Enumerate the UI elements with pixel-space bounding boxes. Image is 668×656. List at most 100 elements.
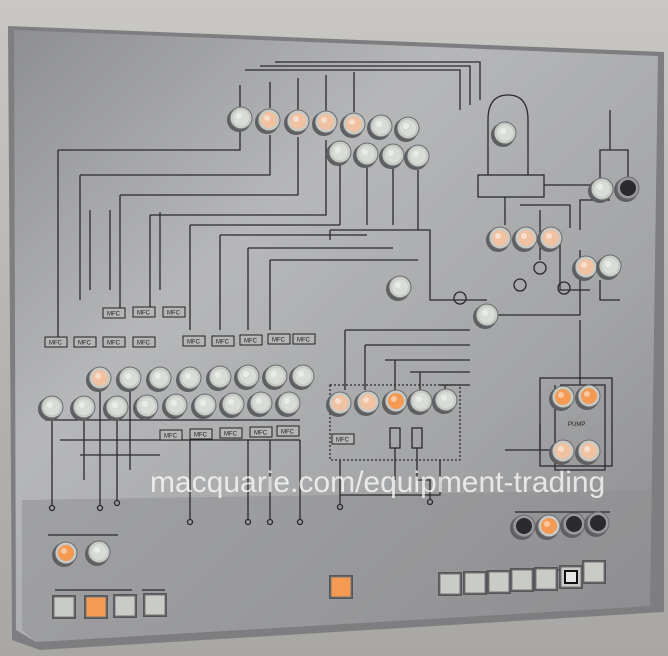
lamp-button-top-row[interactable]: [394, 116, 420, 142]
square-button-bottom-right-square[interactable]: [582, 560, 606, 584]
square-button-bottom-right-square[interactable]: [438, 572, 462, 596]
square-button-bottom-right-square[interactable]: [559, 565, 583, 589]
square-button-center-square[interactable]: [329, 575, 353, 599]
mfc-label: MFC: [78, 341, 92, 347]
lamp-button-middle-group[interactable]: [407, 389, 433, 415]
lamp-button-left-upper-row[interactable]: [206, 365, 232, 391]
lamp-button-top-row[interactable]: [312, 110, 338, 136]
lamp-button-second-row[interactable]: [404, 144, 430, 170]
lamp-button-top-row[interactable]: [367, 114, 393, 140]
lamp-button-bottom-left-round[interactable]: [85, 540, 111, 566]
lamp-button-right-pair[interactable]: [614, 176, 640, 202]
panel-face: [14, 30, 658, 642]
lamp-button-right-pair-2[interactable]: [596, 254, 622, 280]
mfc-box: [211, 335, 235, 347]
lamp-button-pump-group[interactable]: [549, 385, 575, 411]
lamp-button-left-lower-row[interactable]: [133, 394, 159, 420]
mfc-label: MFC: [244, 339, 258, 345]
lamp-button-left-lower-row[interactable]: [219, 392, 245, 418]
square-button-bottom-right-square[interactable]: [463, 571, 487, 595]
lamp-button-pump-group[interactable]: [549, 439, 575, 465]
lamp-button-second-row[interactable]: [326, 140, 352, 166]
lamp-button-top-row[interactable]: [227, 106, 253, 132]
lamp-button-top-row[interactable]: [340, 112, 366, 138]
mfc-box: [331, 433, 355, 445]
mfc-box: [102, 336, 126, 348]
mfc-box: [102, 307, 126, 319]
lamp-button-left-lower-row[interactable]: [275, 391, 301, 417]
lamp-button-left-lower-row[interactable]: [38, 395, 64, 421]
lamp-button-chamber[interactable]: [491, 121, 517, 147]
watermark: macquarie.com/equipment-trading: [150, 466, 605, 499]
mfc-box: [73, 336, 97, 348]
lamp-button-mid-right-trio[interactable]: [486, 226, 512, 252]
square-button-bottom-right-square[interactable]: [534, 567, 558, 591]
lamp-button-right-pair[interactable]: [588, 177, 614, 203]
lamp-button-bottom-right-round[interactable]: [510, 514, 536, 540]
lamp-button-left-upper-row[interactable]: [289, 364, 315, 390]
mfc-box: [44, 336, 68, 348]
lamp-button-bottom-right-round[interactable]: [560, 512, 586, 538]
square-button-bottom-left-square[interactable]: [143, 593, 167, 617]
lamp-button-top-row[interactable]: [255, 108, 281, 134]
mfc-label: MFC: [224, 432, 238, 438]
mfc-label: MFC: [254, 431, 268, 437]
lamp-button-mid-right-trio[interactable]: [512, 226, 538, 252]
lamp-button-left-lower-row[interactable]: [191, 393, 217, 419]
mfc-box: [292, 333, 316, 345]
lamp-button-mid-right-trio[interactable]: [537, 226, 563, 252]
lamp-button-bottom-right-round[interactable]: [584, 511, 610, 537]
lamp-button-left-lower-row[interactable]: [162, 393, 188, 419]
mfc-label: MFC: [272, 338, 286, 344]
square-button-bottom-right-square[interactable]: [487, 570, 511, 594]
lamp-button-middle-group[interactable]: [354, 390, 380, 416]
lamp-group: [38, 106, 640, 619]
lamp-button-center-single[interactable]: [473, 303, 499, 329]
lamp-button-left-lower-row[interactable]: [103, 395, 129, 421]
panel-lower-zone: [22, 490, 652, 642]
mfc-box: [132, 306, 156, 318]
square-button-bottom-left-square[interactable]: [52, 595, 76, 619]
lamp-button-left-lower-row[interactable]: [70, 395, 96, 421]
square-button-bottom-right-square[interactable]: [510, 568, 534, 592]
lamp-button-center-single[interactable]: [386, 275, 412, 301]
lamp-button-left-upper-row[interactable]: [86, 366, 112, 392]
lamp-button-middle-group[interactable]: [382, 389, 408, 415]
lamp-button-second-row[interactable]: [353, 142, 379, 168]
square-button-bottom-left-square[interactable]: [113, 594, 137, 618]
mfc-label: MFC: [107, 312, 121, 318]
lamp-button-left-upper-row[interactable]: [262, 364, 288, 390]
square-button-bottom-left-square[interactable]: [84, 595, 108, 619]
mfc-box: [162, 306, 186, 318]
lamp-button-left-upper-row[interactable]: [176, 366, 202, 392]
lamp-button-bottom-right-round[interactable]: [535, 514, 561, 540]
mfc-box: [182, 335, 206, 347]
lamp-button-pump-group[interactable]: [575, 439, 601, 465]
lamp-button-left-upper-row[interactable]: [234, 364, 260, 390]
mfc-label: MFC: [216, 340, 230, 346]
pump-label: PUMP: [568, 422, 585, 428]
lamp-button-right-pair-2[interactable]: [572, 255, 598, 281]
mfc-label: MFC: [281, 430, 295, 436]
lamp-button-left-lower-row[interactable]: [247, 391, 273, 417]
mfc-box: [249, 426, 273, 438]
mfc-box: [276, 425, 300, 437]
mfc-label: MFC: [187, 340, 201, 346]
lamp-button-middle-group[interactable]: [326, 391, 352, 417]
mfc-label: MFC: [297, 338, 311, 344]
lamp-button-second-row[interactable]: [379, 143, 405, 169]
lamp-button-left-upper-row[interactable]: [146, 366, 172, 392]
mfc-box: [189, 428, 213, 440]
lamp-button-top-row[interactable]: [284, 109, 310, 135]
lamp-button-middle-group[interactable]: [432, 388, 458, 414]
mfc-label: MFC: [167, 311, 181, 317]
mfc-label: MFC: [137, 341, 151, 347]
mfc-box: [267, 333, 291, 345]
mfc-label: MFC: [49, 341, 63, 347]
lamp-button-bottom-left-round[interactable]: [52, 541, 78, 567]
lamp-button-left-upper-row[interactable]: [116, 366, 142, 392]
lamp-button-pump-group[interactable]: [575, 384, 601, 410]
